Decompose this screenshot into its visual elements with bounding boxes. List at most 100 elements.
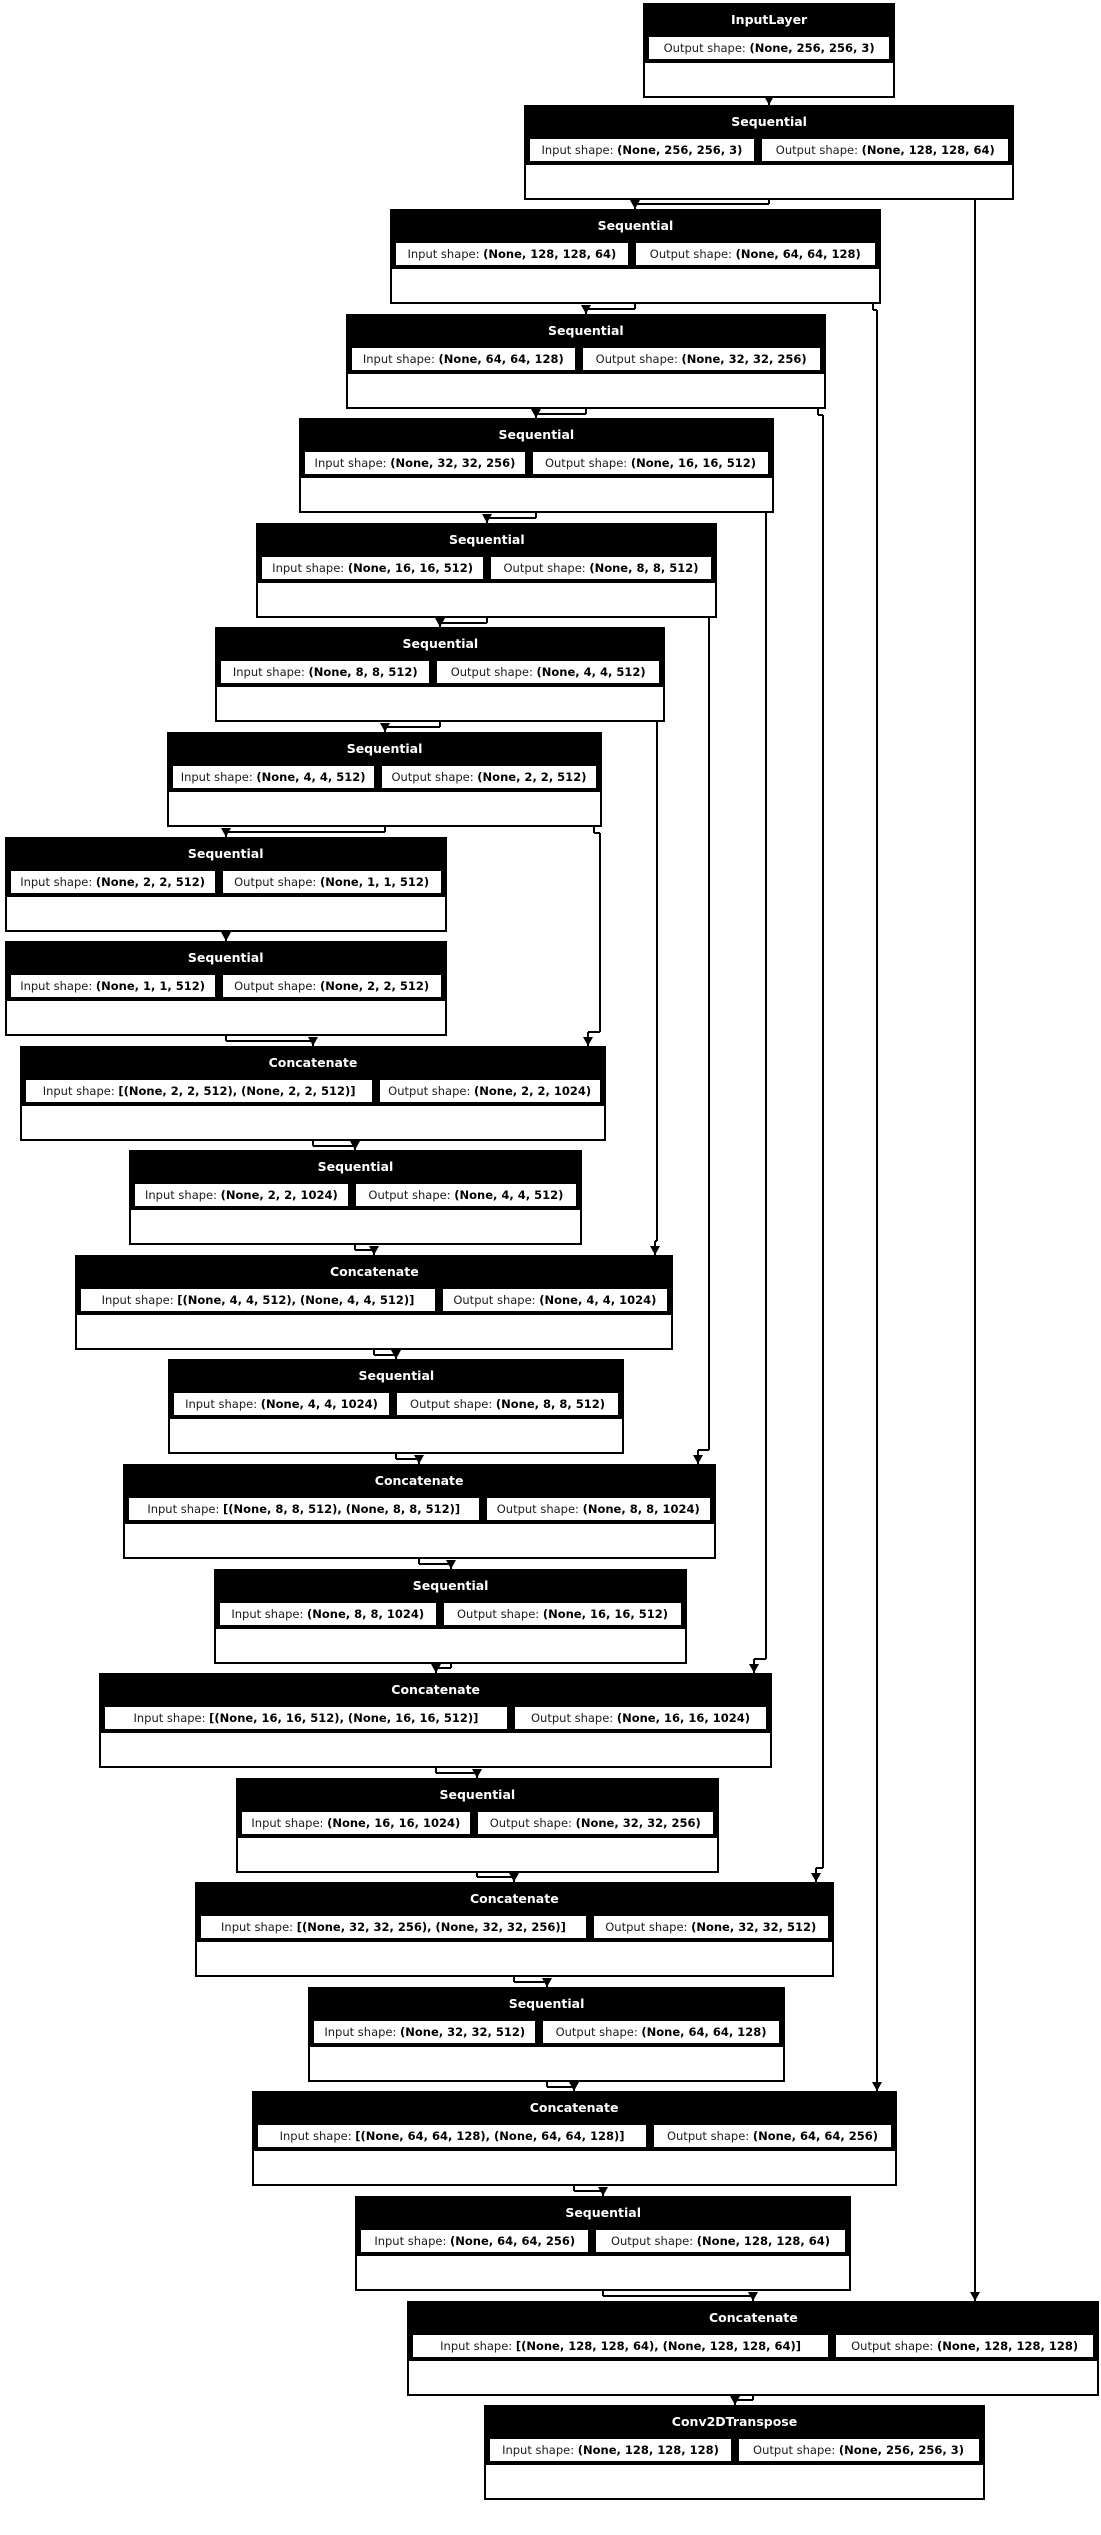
node-shape-row: Input shape: [(None, 16, 16, 512), (None… bbox=[101, 1705, 771, 1734]
node-output-shape: Output shape: (None, 64, 64, 128) bbox=[541, 2018, 781, 2045]
node-input-shape: Input shape: [(None, 4, 4, 512), (None, … bbox=[79, 1286, 437, 1313]
node-output-shape: Output shape: (None, 32, 32, 256) bbox=[475, 1809, 715, 1836]
node-shape-row: Output shape: (None, 256, 256, 3) bbox=[645, 35, 893, 64]
edge-segment bbox=[373, 1349, 376, 1355]
node-output-shape: Output shape: (None, 32, 32, 256) bbox=[580, 345, 822, 372]
edge-arrowhead bbox=[650, 1245, 661, 1255]
edge-arrowhead bbox=[472, 1768, 483, 1778]
edge-segment bbox=[656, 728, 658, 1241]
node-type-label: Sequential bbox=[170, 1361, 623, 1392]
edge-segment bbox=[477, 1876, 515, 1879]
node-input-shape: Input shape: [(None, 128, 128, 64), (Non… bbox=[411, 2332, 830, 2359]
edge-arrowhead bbox=[630, 200, 641, 210]
node-shape-row: Input shape: (None, 16, 16, 1024)Output … bbox=[237, 1809, 717, 1838]
node-shape-row: Input shape: (None, 256, 256, 3)Output s… bbox=[525, 136, 1013, 165]
node-output-shape: Output shape: (None, 256, 256, 3) bbox=[736, 2437, 981, 2464]
node-input-shape: Input shape: (None, 128, 128, 64) bbox=[394, 241, 630, 268]
node-type-label: Sequential bbox=[348, 315, 824, 346]
node-output-shape: Output shape: (None, 128, 128, 64) bbox=[760, 136, 1011, 163]
edge-segment bbox=[224, 1036, 227, 1041]
edge-segment bbox=[872, 309, 877, 312]
edge-segment bbox=[513, 1977, 516, 1983]
node-output-shape: Output shape: (None, 64, 64, 256) bbox=[652, 2123, 893, 2150]
edge-segment bbox=[734, 2399, 754, 2402]
edge-segment bbox=[312, 1144, 356, 1147]
node-output-shape: Output shape: (None, 4, 4, 512) bbox=[353, 1182, 578, 1209]
node-output-shape: Output shape: (None, 8, 8, 1024) bbox=[484, 1495, 712, 1522]
edge-segment bbox=[486, 517, 537, 520]
edge-segment bbox=[708, 623, 710, 1450]
edge-arrowhead bbox=[764, 95, 775, 105]
edge-segment bbox=[439, 722, 442, 728]
edge-segment bbox=[485, 617, 488, 623]
node-input-shape: Input shape: (None, 64, 64, 128) bbox=[350, 345, 577, 372]
node-type-label: Sequential bbox=[237, 1779, 717, 1810]
edge-segment bbox=[815, 1867, 823, 1870]
node-shape-row: Input shape: (None, 32, 32, 256)Output s… bbox=[300, 450, 772, 479]
node-output-shape: Output shape: (None, 16, 16, 512) bbox=[531, 450, 770, 477]
edge-segment bbox=[764, 513, 767, 520]
edge-arrowhead bbox=[598, 2186, 609, 2196]
edge-segment bbox=[602, 2291, 605, 2296]
node-output-shape: Output shape: (None, 1, 1, 512) bbox=[220, 868, 443, 895]
node-input-shape: Input shape: (None, 8, 8, 512) bbox=[219, 659, 432, 686]
edge-arrowhead bbox=[307, 1036, 318, 1046]
node-type-label: Concatenate bbox=[101, 1675, 771, 1706]
node-type-label: Sequential bbox=[6, 943, 445, 974]
node-shape-row: Input shape: (None, 64, 64, 256)Output s… bbox=[357, 2227, 849, 2256]
node-type-label: Sequential bbox=[6, 838, 445, 869]
edge-segment bbox=[396, 1458, 420, 1461]
edge-segment bbox=[354, 1245, 357, 1251]
edge-segment bbox=[476, 1872, 479, 1878]
node-input-shape: Input shape: [(None, 16, 16, 512), (None… bbox=[103, 1705, 509, 1732]
edge-segment bbox=[225, 830, 385, 833]
edge-arrowhead bbox=[430, 1664, 441, 1674]
node-output-shape: Output shape: (None, 256, 256, 3) bbox=[647, 35, 891, 62]
node-type-label: Concatenate bbox=[77, 1256, 672, 1287]
node-input-shape: Input shape: [(None, 2, 2, 512), (None, … bbox=[24, 1077, 374, 1104]
node-output-shape: Output shape: (None, 128, 128, 128) bbox=[833, 2332, 1096, 2359]
edge-segment bbox=[594, 832, 600, 835]
edge-segment bbox=[822, 414, 824, 1869]
node-output-shape: Output shape: (None, 4, 4, 1024) bbox=[440, 1286, 670, 1313]
edge-arrowhead bbox=[350, 1141, 361, 1151]
edge-segment bbox=[765, 519, 767, 1660]
edge-segment bbox=[535, 513, 538, 519]
node-input-shape: Input shape: (None, 4, 4, 512) bbox=[170, 763, 376, 790]
edge-segment bbox=[434, 1768, 437, 1773]
edge-segment bbox=[603, 2294, 754, 2297]
edge-segment bbox=[573, 2186, 576, 2192]
node-output-shape: Output shape: (None, 2, 2, 1024) bbox=[377, 1077, 602, 1104]
node-shape-row: Input shape: (None, 8, 8, 512)Output sha… bbox=[217, 659, 664, 688]
node-output-shape: Output shape: (None, 32, 32, 512) bbox=[591, 1914, 830, 1941]
node-input-shape: Input shape: (None, 16, 16, 1024) bbox=[239, 1809, 472, 1836]
edge-segment bbox=[384, 726, 441, 729]
node-input-shape: Input shape: [(None, 32, 32, 256), (None… bbox=[199, 1914, 588, 1941]
edge-arrowhead bbox=[748, 2291, 759, 2301]
edge-arrowhead bbox=[692, 1454, 703, 1464]
